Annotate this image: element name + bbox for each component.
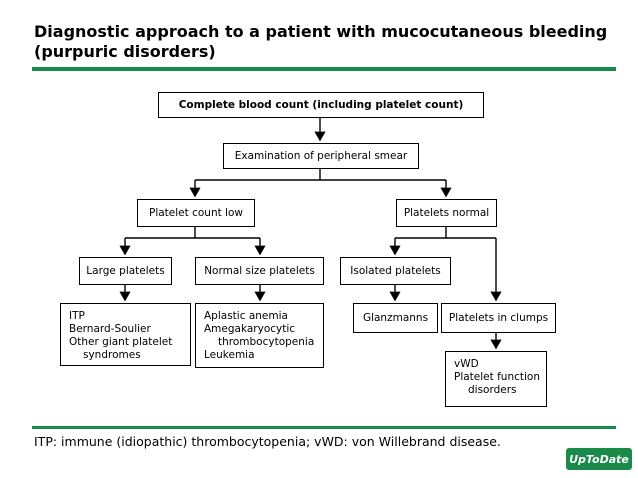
node-platelets-in-clumps: Platelets in clumps bbox=[441, 303, 556, 333]
node-platelet-count-low: Platelet count low bbox=[137, 199, 255, 227]
footer-rule bbox=[32, 426, 616, 429]
node-large-causes: ITP Bernard-Soulier Other giant platelet… bbox=[60, 303, 191, 366]
header-rule bbox=[32, 67, 616, 71]
cause-bernard-soulier: Bernard-Soulier bbox=[69, 323, 151, 335]
cause-amegakaryocytic: Amegakaryocytic bbox=[204, 323, 296, 335]
cause-platelet-function-cont: disorders bbox=[468, 384, 517, 396]
cause-giant-platelet-cont: syndromes bbox=[83, 349, 141, 361]
node-normal-size-causes: Aplastic anemia Amegakaryocytic thromboc… bbox=[195, 303, 324, 368]
cause-vwd: vWD bbox=[454, 358, 479, 370]
cause-amegakaryocytic-cont: thrombocytopenia bbox=[218, 336, 315, 348]
cause-leukemia: Leukemia bbox=[204, 349, 255, 361]
uptodate-logo: UpToDate bbox=[566, 448, 632, 470]
cause-giant-platelet: Other giant platelet bbox=[69, 336, 173, 348]
node-glanzmanns: Glanzmanns bbox=[353, 303, 438, 333]
node-isolated-platelets: Isolated platelets bbox=[340, 257, 451, 285]
node-vwd-causes: vWD Platelet function disorders bbox=[445, 351, 547, 407]
node-cbc: Complete blood count (including platelet… bbox=[158, 92, 484, 118]
cause-aplastic-anemia: Aplastic anemia bbox=[204, 310, 288, 322]
node-peripheral-smear: Examination of peripheral smear bbox=[223, 143, 419, 169]
node-platelets-normal: Platelets normal bbox=[396, 199, 497, 227]
footnote: ITP: immune (idiopathic) thrombocytopeni… bbox=[34, 434, 501, 449]
cause-platelet-function: Platelet function bbox=[454, 371, 540, 383]
node-large-platelets: Large platelets bbox=[79, 257, 172, 285]
node-normal-size-platelets: Normal size platelets bbox=[195, 257, 324, 285]
diagram-title: Diagnostic approach to a patient with mu… bbox=[34, 22, 608, 61]
cause-itp: ITP bbox=[69, 310, 85, 322]
